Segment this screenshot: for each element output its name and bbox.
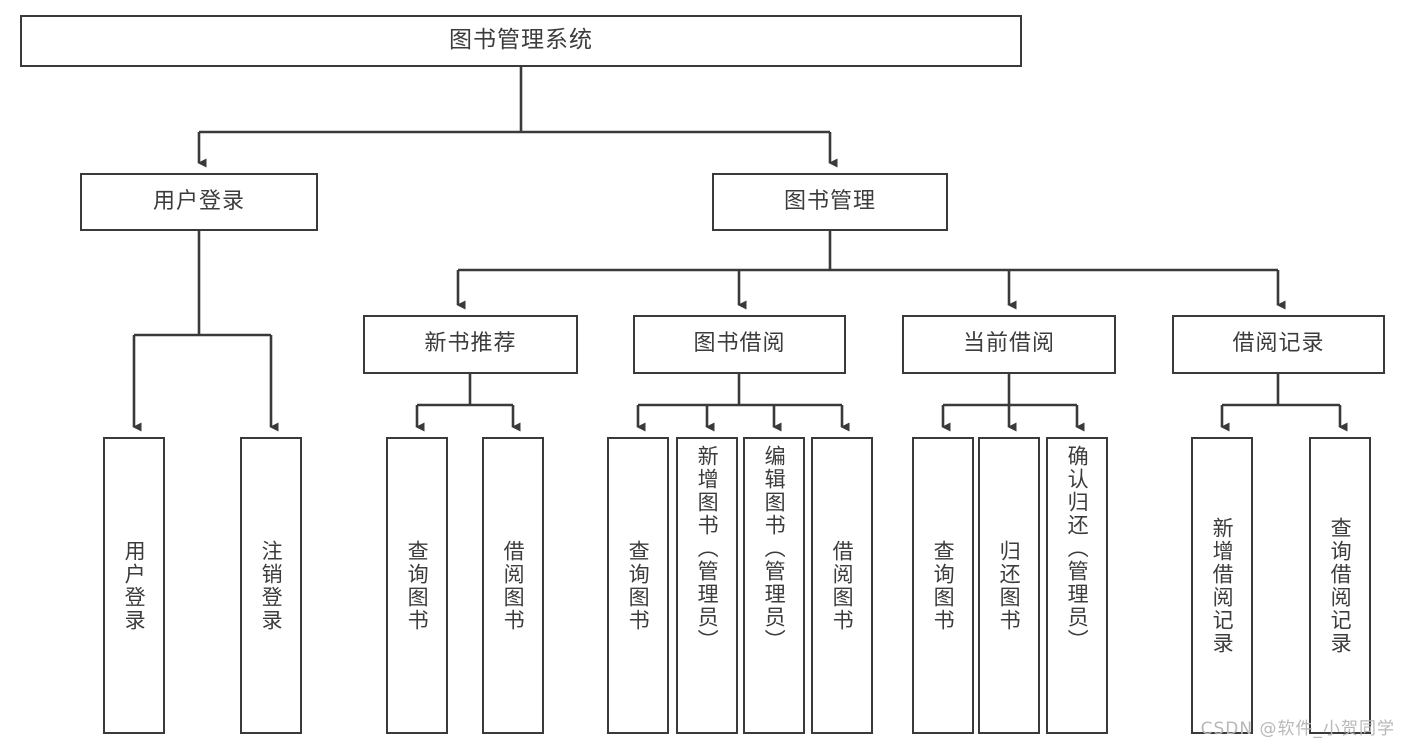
node-book-borrow[interactable]: 图书借阅 (633, 315, 846, 374)
node-leaf-confirm-return-admin[interactable]: 确认归还（管理员） (1046, 437, 1108, 734)
node-label: 用户登录 (152, 188, 245, 214)
node-leaf-edit-book-admin[interactable]: 编辑图书（管理员） (743, 437, 805, 734)
node-leaf-query-book-borrow[interactable]: 查询图书 (607, 437, 669, 734)
node-label: 图书管理系统 (449, 27, 593, 54)
csdn-watermark: CSDN @软件_小贺同学 (1200, 719, 1395, 739)
node-label: 借阅记录 (1232, 331, 1325, 357)
node-user-login[interactable]: 用户登录 (80, 173, 318, 231)
node-leaf-add-borrow-record[interactable]: 新增借阅记录 (1191, 437, 1253, 734)
node-leaf-query-book-newbook[interactable]: 查询图书 (386, 437, 448, 734)
node-borrow-record[interactable]: 借阅记录 (1172, 315, 1385, 374)
node-leaf-query-borrow-record[interactable]: 查询借阅记录 (1309, 437, 1371, 734)
node-root-book-management-system[interactable]: 图书管理系统 (20, 15, 1022, 67)
node-new-book-recommend[interactable]: 新书推荐 (363, 315, 578, 374)
node-label: 当前借阅 (962, 331, 1055, 357)
node-leaf-add-book-admin[interactable]: 新增图书（管理员） (676, 437, 738, 734)
node-label: 借阅图书 (830, 539, 855, 632)
node-book-management[interactable]: 图书管理 (712, 173, 948, 231)
node-leaf-borrow-book-borrow[interactable]: 借阅图书 (811, 437, 873, 734)
node-leaf-user-login[interactable]: 用户登录 (103, 437, 165, 734)
node-leaf-return-book[interactable]: 归还图书 (978, 437, 1040, 734)
node-label: 新增借阅记录 (1210, 516, 1235, 655)
node-leaf-borrow-book-newbook[interactable]: 借阅图书 (482, 437, 544, 734)
node-current-borrow[interactable]: 当前借阅 (902, 315, 1116, 374)
node-label: 图书管理 (783, 188, 876, 214)
node-label: 编辑图书（管理员） (762, 445, 787, 652)
node-label: 查询图书 (405, 539, 430, 632)
node-label: 归还图书 (997, 539, 1022, 632)
node-label: 新增图书（管理员） (695, 445, 720, 652)
node-label: 用户登录 (122, 539, 147, 632)
node-label: 新书推荐 (424, 331, 517, 357)
node-label: 注销登录 (259, 539, 284, 632)
node-label: 查询借阅记录 (1328, 516, 1353, 655)
node-leaf-logout-login[interactable]: 注销登录 (240, 437, 302, 734)
node-label: 借阅图书 (501, 539, 526, 632)
node-label: 查询图书 (931, 539, 956, 632)
node-label: 图书借阅 (693, 331, 786, 357)
node-label: 确认归还（管理员） (1065, 445, 1090, 652)
node-leaf-query-book-current[interactable]: 查询图书 (912, 437, 974, 734)
node-label: 查询图书 (626, 539, 651, 632)
